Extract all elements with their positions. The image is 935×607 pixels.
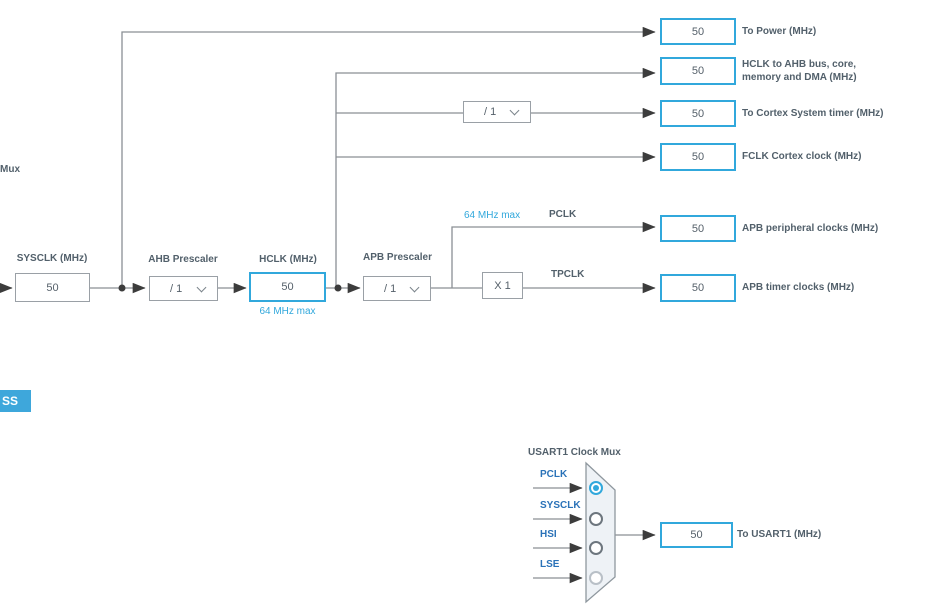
cortex-timer-label: To Cortex System timer (MHz) <box>742 107 884 119</box>
ahb-prescaler-value: / 1 <box>170 282 183 295</box>
usart1-mux-radio-hsi[interactable] <box>589 541 603 555</box>
usart1-mux-radio-pclk[interactable] <box>589 481 603 495</box>
chevron-down-icon <box>509 105 520 116</box>
fclk-label: FCLK Cortex clock (MHz) <box>742 151 862 163</box>
ahb-prescaler-label: AHB Prescaler <box>148 254 218 265</box>
usart1-mux-radio-sysclk[interactable] <box>589 512 603 526</box>
apb-timer-multiplier-box: X 1 <box>482 272 523 299</box>
apb-prescaler-value: / 1 <box>384 282 397 295</box>
hclk-value: 50 <box>281 281 294 293</box>
cortex-timer-prescaler-dropdown[interactable]: / 1 <box>463 101 531 123</box>
hclk-ahb-value: 50 <box>691 65 705 77</box>
hclk-label: HCLK (MHz) <box>259 254 317 265</box>
usart1-mux-radio-lse[interactable] <box>589 571 603 585</box>
usart1-input-lse-label: LSE <box>540 559 560 570</box>
apb-timer-value-field[interactable]: 50 <box>660 274 736 302</box>
tpclk-label: TPCLK <box>551 269 585 280</box>
apb-prescaler-label: APB Prescaler <box>363 252 432 263</box>
sysclk-value-field[interactable]: 50 <box>15 273 90 302</box>
hclk-ahb-value-field[interactable]: 50 <box>660 57 736 85</box>
usart1-value: 50 <box>690 529 703 541</box>
to-power-label: To Power (MHz) <box>742 25 817 37</box>
usart1-input-pclk-label: PCLK <box>540 469 568 480</box>
system-clock-mux-label-fragment: Mux <box>0 164 20 175</box>
hclk-max-note: 64 MHz max <box>259 306 316 317</box>
to-power-value: 50 <box>691 25 705 38</box>
usart1-value-field[interactable]: 50 <box>660 522 733 548</box>
pclk-max-note: 64 MHz max <box>464 210 521 221</box>
fclk-value: 50 <box>691 151 705 163</box>
cortex-timer-value-field[interactable]: 50 <box>660 100 736 127</box>
chevron-down-icon <box>409 282 420 292</box>
timer-multiplier-value: X 1 <box>494 279 511 292</box>
apb-timer-value: 50 <box>691 282 705 294</box>
sysclk-value: 50 <box>46 281 59 294</box>
apb-peripheral-value-field[interactable]: 50 <box>660 215 736 242</box>
usart1-mux-title: USART1 Clock Mux <box>528 447 621 458</box>
chevron-down-icon <box>196 282 207 292</box>
pclk-label: PCLK <box>549 209 577 220</box>
hclk-ahb-label: HCLK to AHB bus, core,memory and DMA (MH… <box>742 58 857 84</box>
sysclk-label: SYSCLK (MHz) <box>16 253 88 264</box>
ahb-prescaler-dropdown[interactable]: / 1 <box>149 276 218 301</box>
apb-prescaler-dropdown[interactable]: / 1 <box>363 276 431 301</box>
usart1-input-sysclk-label: SYSCLK <box>540 500 581 511</box>
css-enable-button[interactable]: SS <box>0 390 31 412</box>
hclk-value-field[interactable]: 50 <box>249 272 326 302</box>
fclk-value-field[interactable]: 50 <box>660 143 736 171</box>
apb-peripheral-value: 50 <box>691 222 705 235</box>
usart1-output-label: To USART1 (MHz) <box>737 529 822 541</box>
cortex-timer-value: 50 <box>691 107 705 120</box>
usart1-input-hsi-label: HSI <box>540 529 557 540</box>
to-power-value-field[interactable]: 50 <box>660 18 736 45</box>
apb-timer-label: APB timer clocks (MHz) <box>742 282 855 294</box>
usart1-mux-shape <box>585 461 616 604</box>
cortex-prescaler-value: / 1 <box>484 106 497 118</box>
apb-peripheral-label: APB peripheral clocks (MHz) <box>742 222 879 234</box>
